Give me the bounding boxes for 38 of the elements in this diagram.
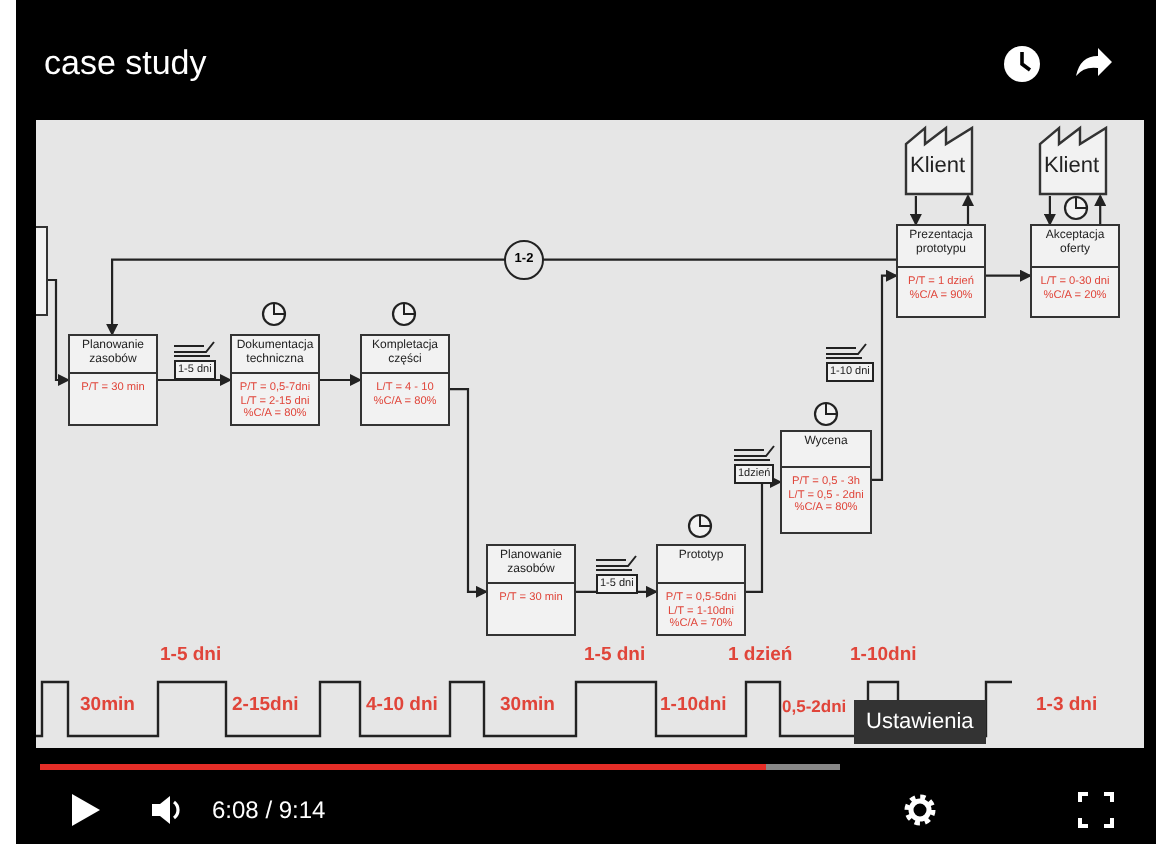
timeline-value: 1 dzień <box>728 644 793 666</box>
arrow <box>320 374 362 386</box>
timeline-value: 1-3 dni <box>1036 694 1098 716</box>
tooltip: Ustawienia <box>854 700 986 744</box>
arrow <box>909 196 922 226</box>
customer-name: Klient <box>1044 154 1100 178</box>
process-box <box>1030 224 1120 318</box>
timeline-value: 30min <box>500 694 555 716</box>
time-display: 6:08 / 9:14 <box>212 796 326 824</box>
video-title: case study <box>44 44 207 84</box>
arrow <box>986 269 1032 282</box>
timeline-value: 2-15dni <box>232 694 299 716</box>
arrow <box>48 278 70 386</box>
timeline-value: 1-10dni <box>660 694 727 716</box>
timeline-value: 0,5-2dni <box>782 696 847 716</box>
arrow <box>106 258 896 336</box>
process-box <box>36 226 48 316</box>
process-box <box>780 430 872 534</box>
arrow <box>576 585 658 598</box>
arrow <box>1094 194 1107 224</box>
process-box <box>896 224 986 318</box>
timeline-value: 1-5 dni <box>160 644 222 666</box>
arrow <box>746 476 782 593</box>
timeline-value: 30min <box>80 694 135 716</box>
process-box <box>486 544 576 636</box>
arrow <box>450 388 488 598</box>
customer-name: Klient <box>910 154 966 178</box>
process-box <box>68 334 158 426</box>
process-box <box>230 334 320 426</box>
arrow <box>158 374 232 386</box>
arrow <box>1043 196 1056 226</box>
arrow <box>962 194 974 224</box>
process-box <box>360 334 450 426</box>
timeline-value: 1-10dni <box>850 644 917 666</box>
timeline-value: 4-10 dni <box>366 694 438 716</box>
arrow <box>872 269 898 482</box>
process-box <box>656 544 746 636</box>
timeline-value: 1-5 dni <box>584 644 646 666</box>
